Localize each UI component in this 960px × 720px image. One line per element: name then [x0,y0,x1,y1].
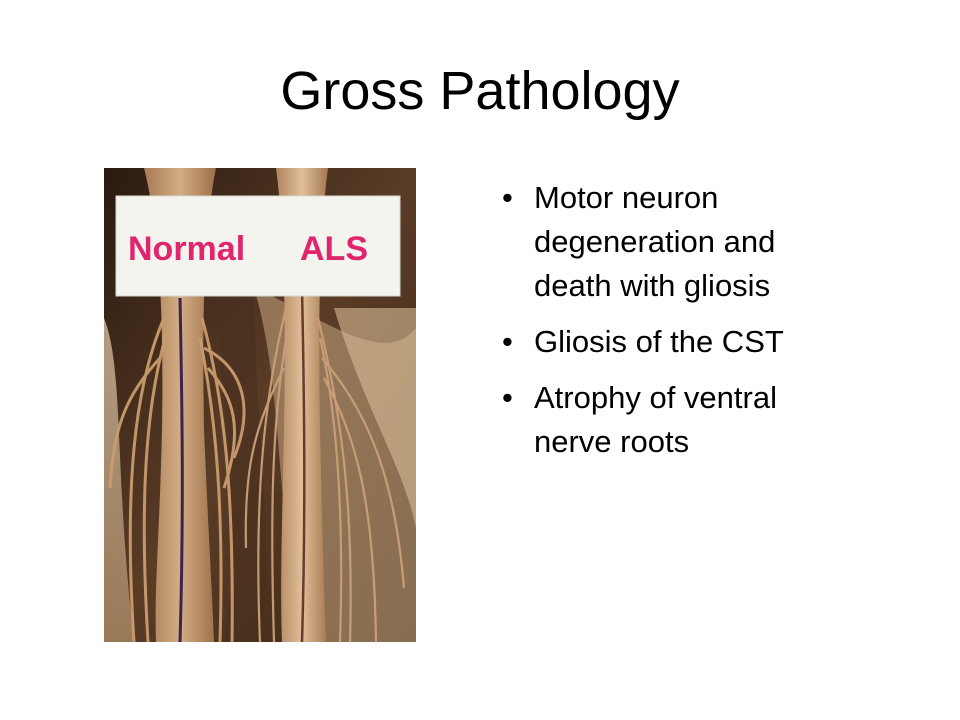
normal-nerve-roots [108,317,246,642]
right-edge-membrane [334,308,416,528]
normal-label: Normal [128,230,245,268]
bullet-marker: • [502,180,513,215]
als-label: ALS [300,230,368,268]
bullet-marker: • [502,324,513,359]
slide-title: Gross Pathology [280,61,680,121]
bullet-text: Atrophy of ventral nerve roots [534,380,777,459]
als-nerve-roots [244,307,406,642]
bullet-text: Gliosis of the CST [534,324,784,359]
bullet-marker: • [502,380,513,415]
specimen-label-card [115,195,401,297]
bullet-item: • Motor neuron degeneration and death wi… [496,176,856,308]
bullet-item: • Gliosis of the CST [496,320,856,364]
left-membrane [104,318,134,642]
normal-cord-vessel [178,297,184,642]
center-gap [214,278,267,642]
als-cord-vessel [300,287,306,642]
specimen-photo: Normal ALS [104,168,416,642]
bullet-list: • Motor neuron degeneration and death wi… [496,176,856,476]
bullet-item: • Atrophy of ventral nerve roots [496,376,856,464]
specimen-illustration: Normal ALS [104,168,416,642]
bullet-text: Motor neuron degeneration and death with… [534,180,776,303]
